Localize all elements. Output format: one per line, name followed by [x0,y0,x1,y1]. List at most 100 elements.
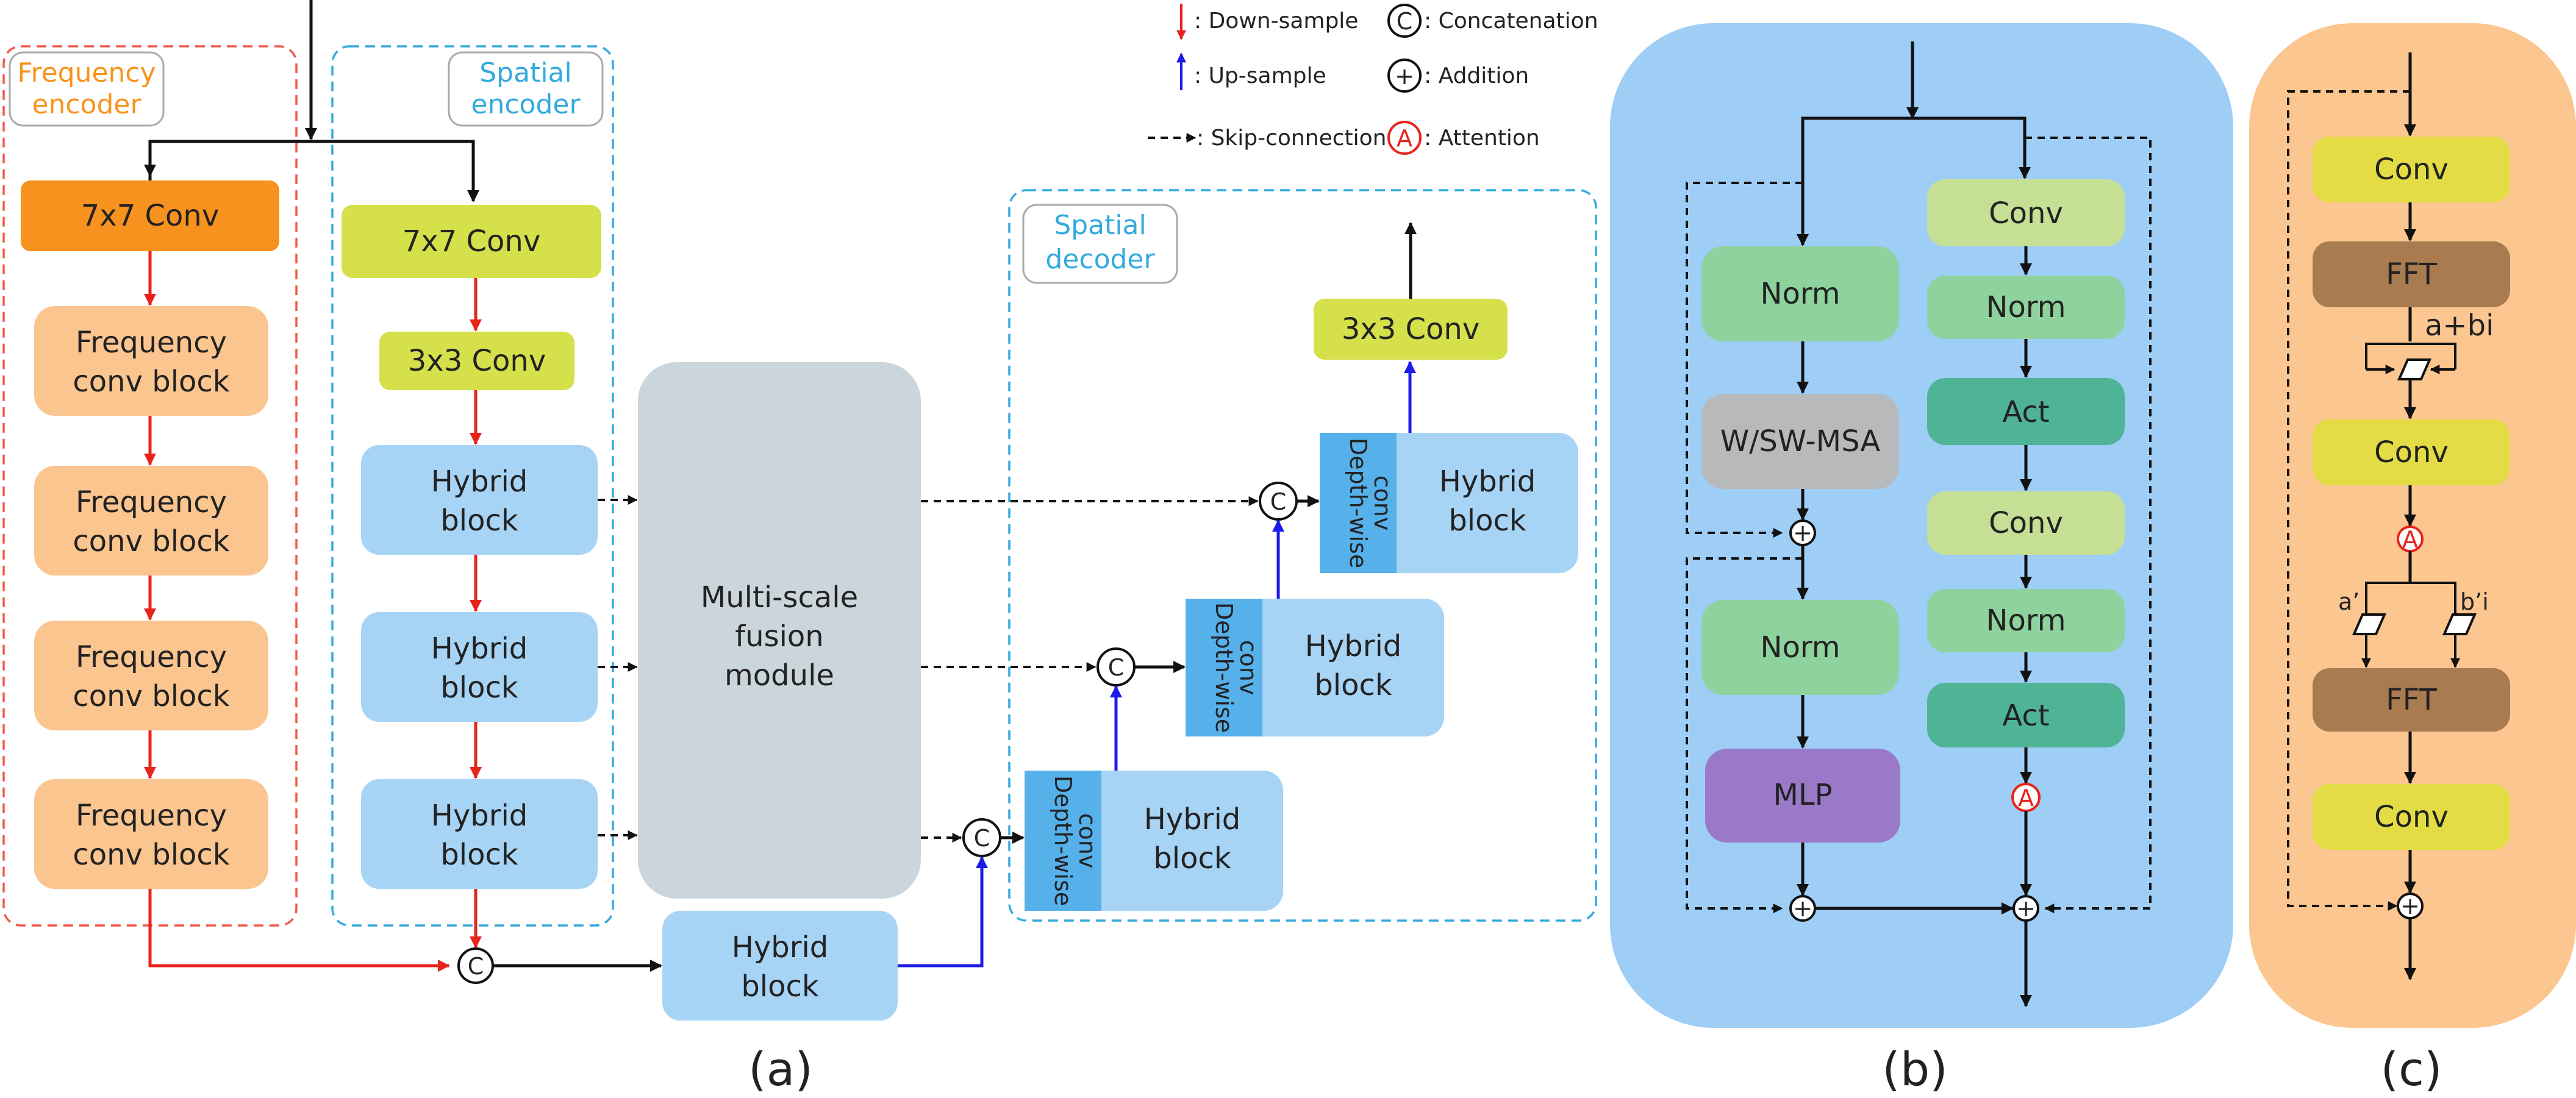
freq-block-2-line2: conv block [73,524,229,558]
pc-conv-3 [2313,784,2510,850]
dec-hybrid-2-line2: block [1314,668,1392,702]
pb-norm-2 [1701,600,1899,695]
fusion-line1: Multi-scale [701,580,858,615]
pc-fft-2 [2313,668,2510,732]
dec-hybrid-2-line1: Hybrid [1305,629,1402,663]
legend-up-sample: : Up-sample [1194,63,1326,88]
pc-imag-label: b’i [2460,588,2489,615]
pc-parallelogram-2 [2352,613,2387,635]
pc-fft-1 [2313,241,2510,307]
pb-add-1-label: + [1793,519,1812,546]
panel-a-caption: (a) [748,1042,813,1096]
dec-hybrid-1-line2: block [1153,841,1231,875]
pb-attention-label: A [2018,785,2034,811]
pc-parallelogram-1 [2397,358,2432,380]
pb-conv-2-label: Conv [1989,506,2063,540]
bottleneck-concat-label: C [468,953,484,980]
pb-conv-1-label: Conv [1989,196,2063,230]
freq-block-1-line2: conv block [73,365,229,399]
pb-norm-1 [1701,246,1899,341]
dec-depthwise-2-line1: Depth-wise [1211,602,1237,733]
pb-mlp-label: MLP [1773,778,1832,812]
pc-conv-2 [2313,419,2510,485]
pb-norm-r2-label: Norm [1986,604,2066,638]
pb-act-1 [1927,378,2125,445]
sp-hybrid-2-line2: block [440,671,518,705]
sp-3x3-conv [379,332,574,390]
fusion-line2: fusion [735,619,823,654]
freq-conv-block-2 [34,466,268,576]
dec-depthwise-1-line1: Depth-wise [1050,775,1076,906]
freq-block-1-line1: Frequency [76,326,227,360]
legend-concat-symbol: C [1397,8,1413,35]
freq-7x7-conv [21,180,279,251]
bottleneck-line1: Hybrid [732,930,829,964]
frequency-encoder-title-box [9,51,165,127]
legend-down-sample: : Down-sample [1194,9,1358,34]
pc-fft-1-label: FFT [2386,257,2437,291]
pc-conv-2-label: Conv [2374,435,2449,469]
sp-hybrid-block-1 [361,445,598,555]
pc-fft-2-label: FFT [2386,683,2437,717]
pc-conv-3-label: Conv [2374,800,2449,834]
pb-norm-r2 [1927,589,2125,652]
legend-addition: : Addition [1424,63,1529,88]
legend-concatenation: : Concatenation [1424,9,1598,34]
dec-depthwise-3-line1: Depth-wise [1345,438,1372,568]
spatial-decoder-frame [1008,189,1597,922]
panel-c-caption: (c) [2380,1042,2442,1096]
bottleneck-line2: block [741,969,819,1004]
dec-concat-2-label: C [1108,654,1125,681]
pb-norm-2-label: Norm [1761,630,1841,665]
pb-add-2-label: + [1793,895,1812,922]
dec-depthwise-1 [1025,771,1101,911]
pc-complex-label: a+bi [2425,308,2494,343]
dec-3x3-conv-label: 3x3 Conv [1342,312,1479,346]
dec-concat-3-label: C [1270,488,1287,515]
spatial-encoder-title-line2: encoder [471,89,581,120]
sp-7x7-conv [342,205,601,278]
freq-block-3-line1: Frequency [76,640,227,674]
pc-attention-label: A [2402,526,2418,553]
pb-act-1-label: Act [2002,395,2049,429]
bottleneck-hybrid-block [662,911,898,1021]
panel-b: Norm W/SW-MSA + Norm MLP + Conv Norm Act… [1610,23,2233,1096]
sp-hybrid-1-line2: block [440,504,518,538]
sp-hybrid-1-line1: Hybrid [431,465,528,499]
fusion-line3: module [724,658,834,693]
spatial-encoder-title-box [448,51,604,127]
freq-block-4-line1: Frequency [76,799,227,833]
panel-c: Conv FFT a+bi Conv A a’ b’i FFT Conv [2249,23,2576,1096]
freq-block-3-line2: conv block [73,679,229,713]
freq-conv-block-1 [34,306,268,416]
sp-3x3-conv-label: 3x3 Conv [408,344,546,378]
panel-a: Frequency encoder Spatial encoder Spatia… [2,0,1597,1096]
legend-skip-connection: : Skip-connection [1197,126,1386,151]
spatial-decoder-title-box [1022,204,1178,284]
pb-norm-r1-label: Norm [1986,290,2066,324]
dec-hybrid-3-line1: Hybrid [1439,465,1536,499]
frequency-encoder-title-line2: encoder [32,89,141,120]
pb-act-2-label: Act [2002,699,2049,733]
dec-hybrid-3-line2: block [1448,504,1526,538]
spatial-decoder-title-line2: decoder [1045,244,1155,275]
legend-add-symbol: + [1395,63,1414,90]
pc-real-label: a’ [2338,588,2360,615]
dec-depthwise-3 [1320,433,1397,573]
pb-w-sw-msa-label: W/SW-MSA [1720,424,1881,458]
freq-block-4-line2: conv block [73,838,229,872]
panel-b-background [1610,23,2233,1028]
sp-7x7-conv-label: 7x7 Conv [402,224,540,258]
pc-parallelogram-3 [2442,613,2477,635]
freq-7x7-conv-label: 7x7 Conv [81,199,219,233]
legend: : Down-sample : Up-sample : Skip-connect… [1148,4,1598,155]
multi-scale-fusion-module [638,362,921,899]
pb-conv-1 [1927,179,2125,246]
pc-add-label: + [2400,893,2420,919]
pb-norm-r1 [1927,276,2125,339]
legend-attention: : Attention [1424,126,1540,151]
sp-hybrid-block-2 [361,612,598,722]
pb-mlp [1705,749,1900,843]
pb-add-3-label: + [2016,895,2036,922]
